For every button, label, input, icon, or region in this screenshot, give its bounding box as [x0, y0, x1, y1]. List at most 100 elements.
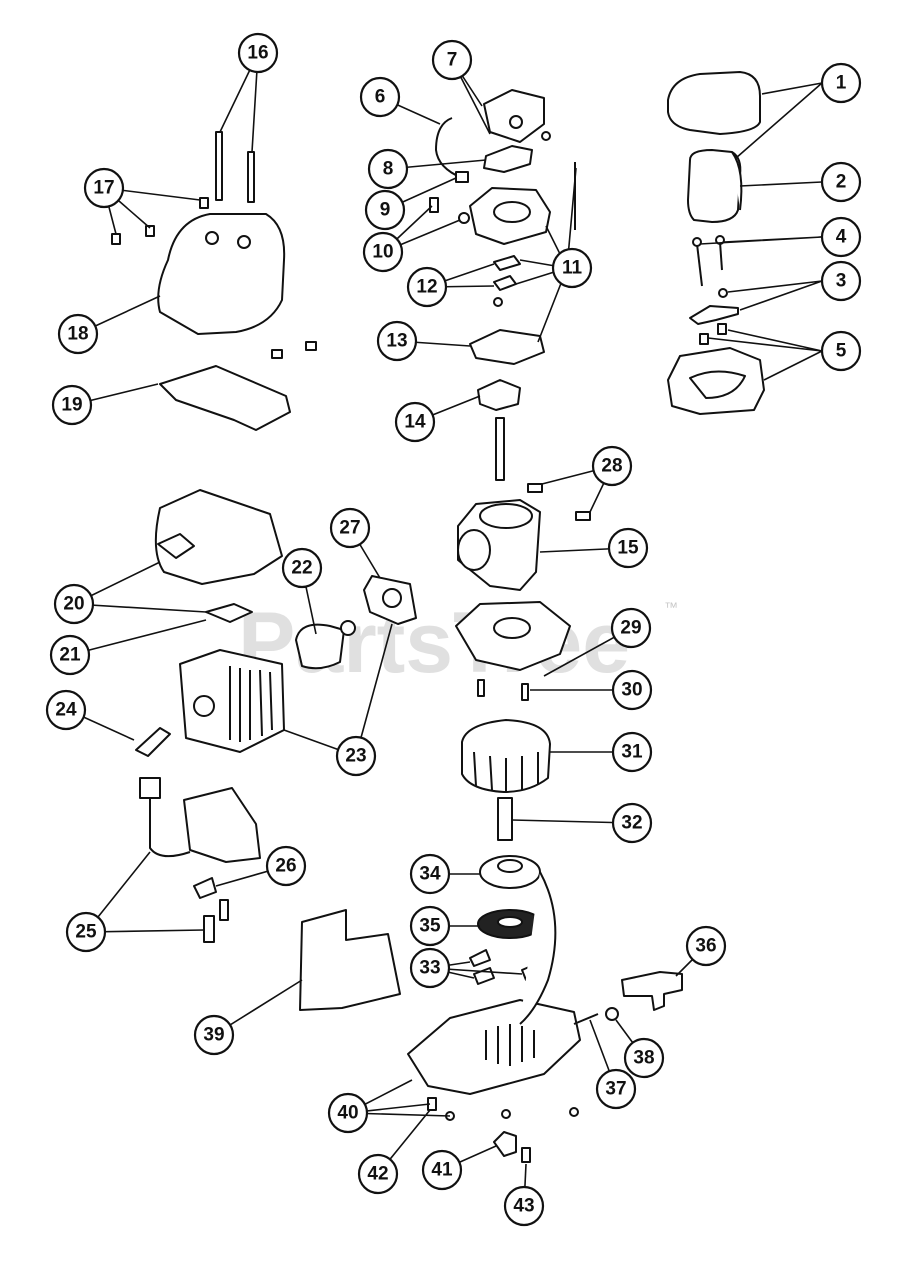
carburetor-7-fitting — [541, 131, 551, 141]
screw-28b-part — [575, 511, 591, 521]
callout-12-label: 12 — [416, 277, 437, 298]
housing-11-bore — [493, 201, 531, 223]
callout-19[interactable]: 19 — [51, 384, 93, 426]
screw-4a-head — [692, 237, 702, 247]
screw-18a-part — [271, 349, 283, 359]
screw-4b-part — [719, 241, 723, 271]
backplate-29-hub — [493, 617, 531, 639]
callout-31[interactable]: 31 — [611, 731, 653, 773]
callout-28-label: 28 — [601, 456, 622, 477]
callout-8-label: 8 — [383, 159, 394, 180]
callout-22[interactable]: 22 — [281, 547, 323, 589]
callout-8[interactable]: 8 — [367, 148, 409, 190]
callout-26-label: 26 — [275, 856, 296, 877]
callout-43[interactable]: 43 — [503, 1185, 545, 1227]
callout-15-label: 15 — [617, 538, 639, 559]
callout-5[interactable]: 5 — [820, 330, 862, 372]
callout-39[interactable]: 39 — [193, 1014, 235, 1056]
screw-30a-part — [477, 679, 485, 697]
mount-14-part — [477, 379, 521, 411]
callout-28[interactable]: 28 — [591, 445, 633, 487]
callout-40[interactable]: 40 — [327, 1092, 369, 1134]
cover-18-hole-a — [205, 231, 219, 245]
flywheel-31-part — [461, 719, 551, 793]
callout-36[interactable]: 36 — [685, 925, 727, 967]
shim-12a-part — [493, 255, 521, 271]
callout-21-label: 21 — [59, 645, 81, 666]
callout-9[interactable]: 9 — [364, 189, 406, 231]
callout-11-label: 11 — [562, 258, 583, 279]
callout-33[interactable]: 33 — [409, 947, 451, 989]
callout-21[interactable]: 21 — [49, 634, 91, 676]
shim-12b-part — [493, 275, 517, 291]
washer-3-part — [718, 288, 728, 298]
callout-34[interactable]: 34 — [409, 853, 451, 895]
callout-33-label: 33 — [419, 958, 440, 979]
callout-3[interactable]: 3 — [820, 260, 862, 302]
leader-25 — [85, 851, 205, 933]
callouts: 1 2 3 4 5 6 7 8 9 10 11 12 13 14 15 16 1… — [45, 32, 862, 1227]
callout-32[interactable]: 32 — [611, 802, 653, 844]
leader-21 — [69, 619, 207, 656]
handle-36-part — [621, 971, 683, 1011]
callout-1[interactable]: 1 — [820, 62, 862, 104]
screw-17b-part — [111, 233, 121, 245]
air-filter-element-part — [687, 149, 742, 223]
callout-13-label: 13 — [386, 331, 407, 352]
callout-7[interactable]: 7 — [431, 39, 473, 81]
callout-10-label: 10 — [372, 242, 393, 263]
screw-18b-part — [305, 341, 317, 351]
callout-22-label: 22 — [291, 558, 312, 579]
callout-12[interactable]: 12 — [406, 266, 448, 308]
callout-18-label: 18 — [67, 324, 88, 345]
callout-37[interactable]: 37 — [595, 1068, 637, 1110]
gasket-13-part — [469, 329, 545, 365]
cover-18-part — [157, 213, 286, 335]
callout-11[interactable]: 11 — [551, 247, 593, 289]
callout-10[interactable]: 10 — [362, 231, 404, 273]
screw-28a-part — [527, 483, 543, 493]
clip-26-part — [193, 877, 217, 899]
callout-13[interactable]: 13 — [376, 320, 418, 362]
callout-42[interactable]: 42 — [357, 1153, 399, 1195]
callout-29[interactable]: 29 — [610, 607, 652, 649]
callout-23[interactable]: 23 — [335, 735, 377, 777]
spacer-5a-part — [717, 323, 727, 335]
callout-19-label: 19 — [61, 395, 82, 416]
callout-14[interactable]: 14 — [394, 401, 436, 443]
callout-23-label: 23 — [345, 746, 366, 767]
callout-30[interactable]: 30 — [611, 669, 653, 711]
callout-25[interactable]: 25 — [65, 911, 107, 953]
callout-3-label: 3 — [836, 271, 847, 292]
rope-37-part — [519, 871, 599, 1025]
callout-2[interactable]: 2 — [820, 161, 862, 203]
callout-24[interactable]: 24 — [45, 689, 87, 731]
callout-38[interactable]: 38 — [623, 1037, 665, 1079]
callout-41-label: 41 — [431, 1160, 453, 1181]
air-filter-cover-part — [667, 71, 761, 135]
callout-16[interactable]: 16 — [237, 32, 279, 74]
callout-15[interactable]: 15 — [607, 527, 649, 569]
leader-2 — [739, 181, 823, 187]
callout-18[interactable]: 18 — [57, 313, 99, 355]
leader-11 — [515, 167, 577, 343]
callout-1-label: 1 — [836, 73, 847, 94]
callout-9-label: 9 — [380, 200, 391, 221]
cylinder-23-exhaust — [193, 695, 215, 717]
starter-housing-40-ribs — [485, 1024, 535, 1066]
callout-4[interactable]: 4 — [820, 216, 862, 258]
callout-26[interactable]: 26 — [265, 845, 307, 887]
callout-6-label: 6 — [375, 87, 386, 108]
screw-40b-part — [501, 1109, 511, 1119]
callout-6[interactable]: 6 — [359, 76, 401, 118]
screw-10b-part — [458, 212, 470, 224]
screw-26-part — [219, 899, 229, 921]
leader-4 — [699, 236, 823, 245]
callout-17[interactable]: 17 — [83, 167, 125, 209]
callout-27[interactable]: 27 — [329, 507, 371, 549]
spacer-5b-part — [699, 333, 709, 345]
callout-35[interactable]: 35 — [409, 905, 451, 947]
callout-41[interactable]: 41 — [421, 1149, 463, 1191]
callout-20[interactable]: 20 — [53, 583, 95, 625]
